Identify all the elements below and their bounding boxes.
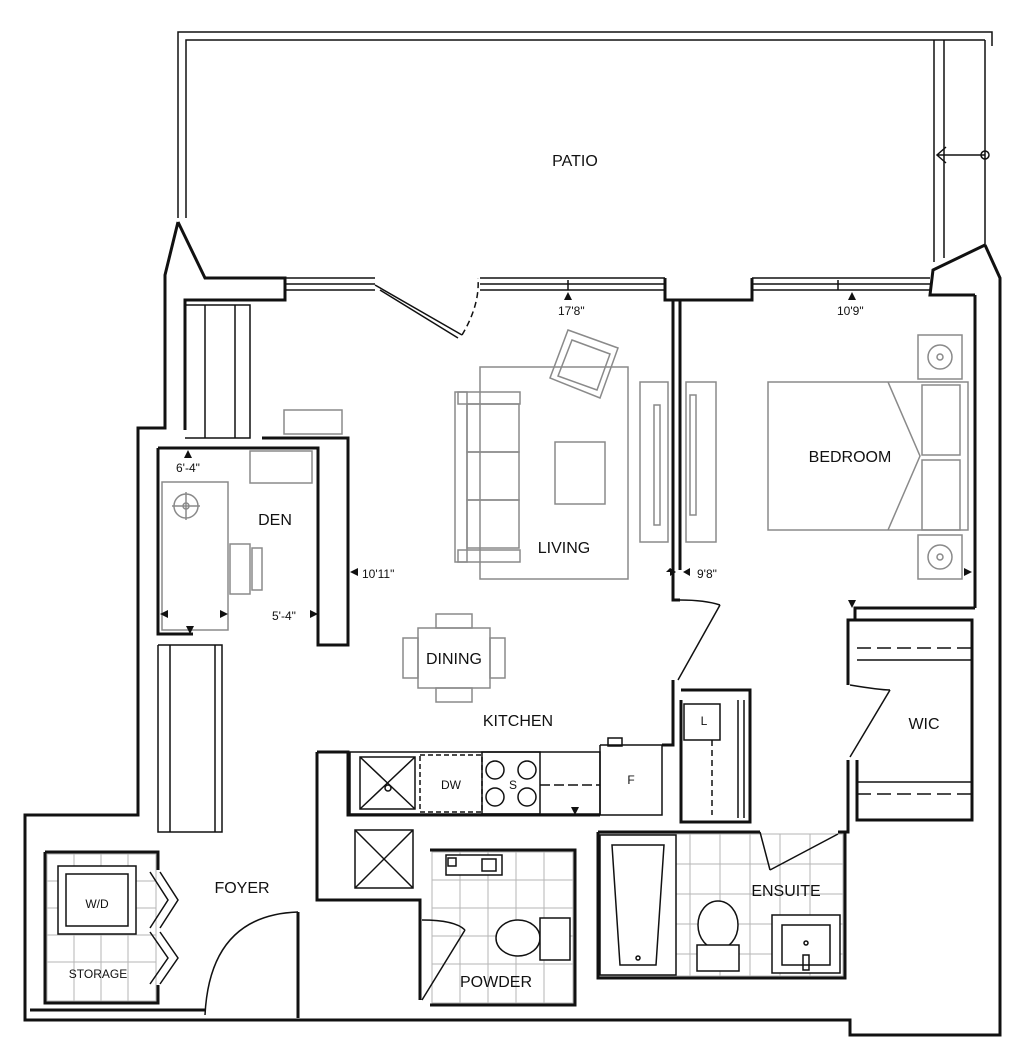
- storage-label: STORAGE: [69, 967, 127, 981]
- wic-label: WIC: [908, 716, 939, 733]
- bedroom-label: BEDROOM: [809, 449, 892, 466]
- dining-label: DINING: [426, 651, 482, 668]
- den-width-dimension: 5'-4": [272, 609, 296, 623]
- patio-door: [374, 277, 479, 339]
- linen-closet: [683, 700, 745, 818]
- living-label: LIVING: [538, 540, 590, 557]
- storage-floor: [46, 853, 157, 1002]
- wic-closet: [849, 647, 972, 795]
- linen-label: L: [701, 714, 708, 728]
- storage-doors: [149, 871, 179, 985]
- kitchen-label: KITCHEN: [483, 713, 553, 730]
- fridge-label: F: [627, 773, 634, 787]
- dishwasher-label: DW: [441, 778, 462, 792]
- entry-door: [204, 911, 300, 1018]
- bedroom-depth-dimension: 9'8": [697, 567, 717, 581]
- bedroom-width-dimension: 10'9": [837, 304, 864, 318]
- stove-label: S: [509, 778, 517, 792]
- den-desk: [161, 409, 343, 631]
- living-depth-dimension: 10'11": [362, 567, 394, 581]
- ensuite-floor: [599, 831, 844, 977]
- bedroom-door: [677, 599, 721, 681]
- patio-label: PATIO: [552, 153, 598, 170]
- washer-dryer-label: W/D: [85, 897, 109, 911]
- dimension-arrows: [160, 292, 972, 815]
- patio-door-arrow-icon: [935, 146, 990, 164]
- dining-table: [402, 613, 506, 703]
- interior-walls: [43, 300, 975, 1007]
- foyer-label: FOYER: [214, 880, 269, 897]
- ensuite-label: ENSUITE: [751, 883, 820, 900]
- den-height-dimension: 6'-4": [176, 461, 200, 475]
- powder-floor: [421, 851, 574, 1004]
- exterior-walls: [23, 221, 1002, 1037]
- living-width-dimension: 17'8": [558, 304, 585, 318]
- patio-area: [177, 31, 993, 262]
- bedroom-bed: [767, 334, 969, 580]
- powder-label: POWDER: [460, 974, 532, 991]
- kitchen-counter: [349, 737, 663, 816]
- den-label: DEN: [258, 512, 292, 529]
- living-furniture: [454, 329, 717, 580]
- foyer-closet-x: [354, 829, 414, 889]
